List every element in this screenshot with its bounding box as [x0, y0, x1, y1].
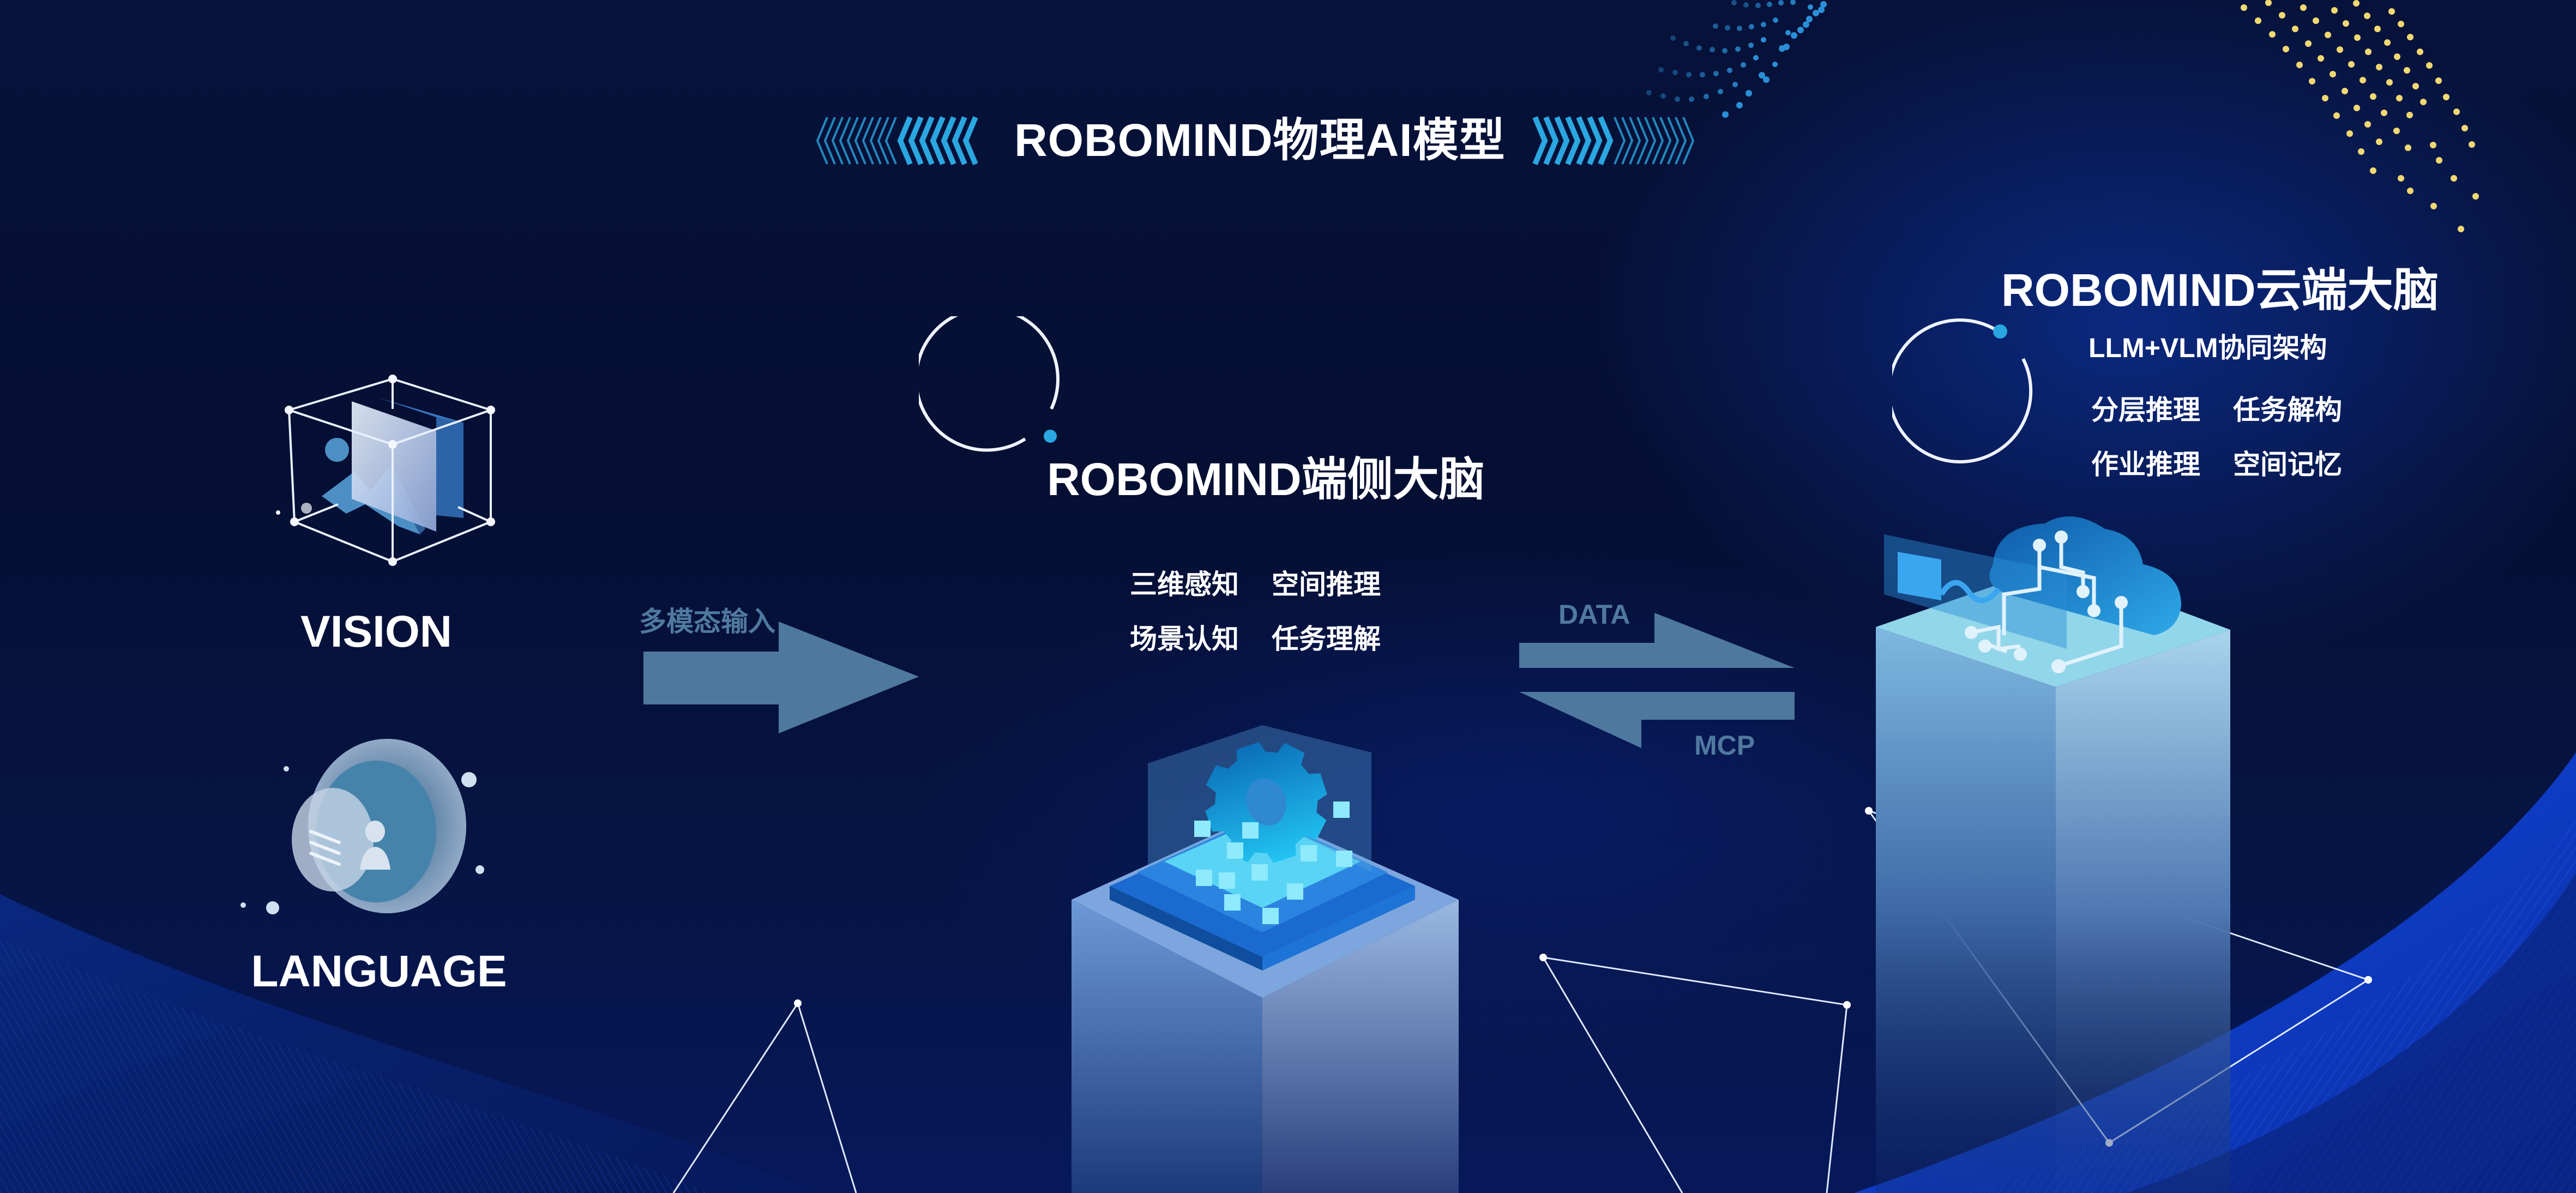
- feature-item: 空间推理: [1272, 569, 1381, 600]
- feature-row: 作业推理 空间记忆: [2091, 443, 2342, 482]
- cloud-brain-subtitle: LLM+VLM协同架构: [2089, 333, 2327, 363]
- edge-brain-orbit-icon: [919, 316, 1072, 469]
- feature-row: 三维感知 空间推理: [1130, 563, 1381, 602]
- data-label: DATA: [1558, 599, 1630, 630]
- cloud-brain-title: ROBOMIND云端大脑: [2001, 264, 2439, 316]
- multimodal-input-label: 多模态输入: [639, 606, 775, 637]
- vision-cube-icon: [256, 360, 507, 589]
- feature-item: 三维感知: [1130, 569, 1239, 600]
- cloud-brain-features: 分层推理 任务解构 作业推理 空间记忆: [2091, 388, 2342, 482]
- feature-item: 场景认知: [1130, 624, 1239, 654]
- cloud-circuit-icon: [1876, 513, 2247, 1193]
- right-arrow-icon: [643, 622, 922, 736]
- dot-swirl-pattern: [1646, 0, 1827, 118]
- feature-item: 任务解构: [2233, 395, 2342, 425]
- edge-brain-title: ROBOMIND端侧大脑: [1047, 454, 1485, 505]
- feature-item: 任务理解: [1272, 624, 1381, 654]
- bidirectional-arrow-icon: [1519, 613, 1797, 752]
- language-label: LANGUAGE: [251, 947, 507, 996]
- cloud-brain-orbit-icon: [1892, 315, 2045, 468]
- title-ornament-left: [816, 116, 980, 165]
- page-title: ROBOMIND物理AI模型: [1014, 115, 1506, 166]
- gear-chip-icon: [1066, 709, 1470, 1193]
- feature-item: 空间记忆: [2233, 449, 2342, 480]
- language-chat-icon: [234, 731, 507, 927]
- feature-item: 作业推理: [2091, 449, 2200, 480]
- feature-row: 场景认知 任务理解: [1130, 617, 1381, 656]
- vision-label: VISION: [300, 607, 452, 656]
- yellow-dot-pattern: [2241, 0, 2479, 232]
- mcp-label: MCP: [1694, 730, 1755, 761]
- title-ornament-right: [1531, 116, 1694, 165]
- edge-brain-features: 三维感知 空间推理 场景认知 任务理解: [1130, 563, 1381, 656]
- feature-row: 分层推理 任务解构: [2091, 388, 2342, 427]
- feature-item: 分层推理: [2091, 395, 2200, 425]
